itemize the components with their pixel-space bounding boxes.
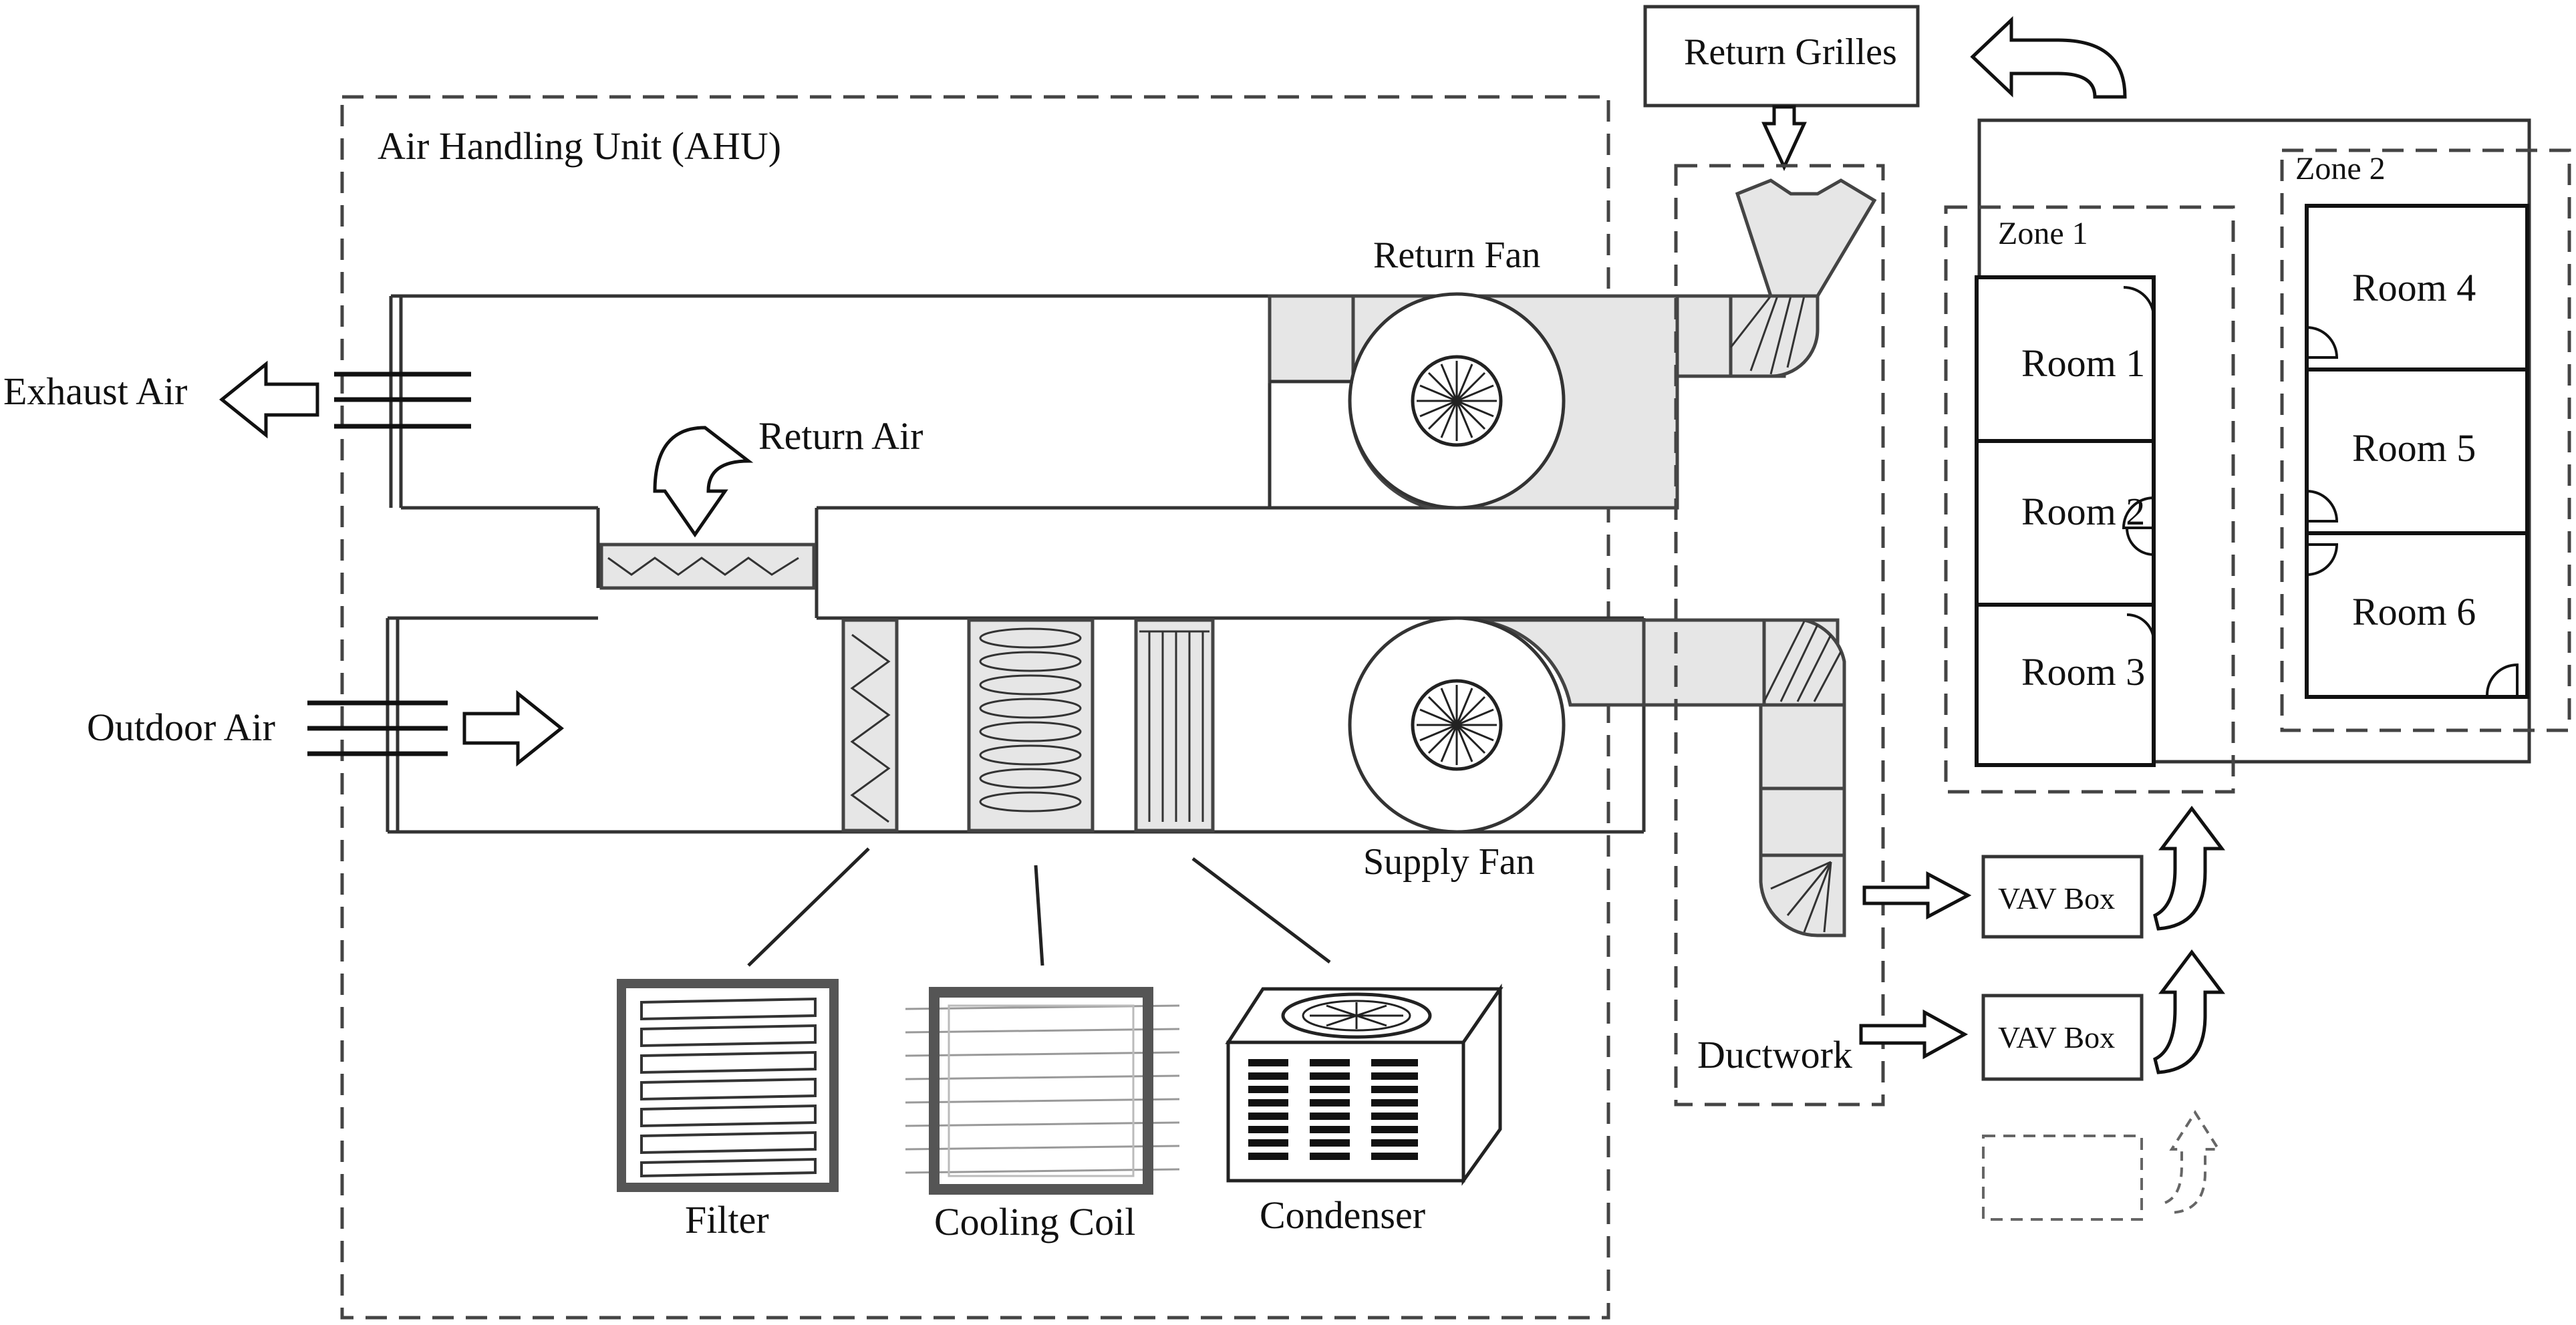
condenser-label: Condenser — [1260, 1193, 1425, 1237]
return-flow-arrow-icon — [1970, 16, 2127, 99]
vav-placeholder-arrow-icon — [2164, 1110, 2221, 1214]
cooling-coil-label: Cooling Coil — [934, 1200, 1135, 1243]
zone-1-rooms — [1975, 275, 2156, 767]
ahu-boundary — [340, 95, 1610, 1320]
vav-box-placeholder — [1982, 1135, 2143, 1221]
room-5-label: Room 5 — [2352, 426, 2476, 470]
vav-box-2 — [1981, 994, 2144, 1081]
return-grilles-arrow-icon — [1761, 105, 1807, 171]
vav-box-1-label: VAV Box — [1998, 881, 2115, 915]
zone-1-label: Zone 1 — [1998, 216, 2088, 251]
return-grilles-label: Return Grilles — [1684, 31, 1897, 73]
vav-out-arrow-1-icon — [2153, 805, 2225, 931]
supply-fan — [1348, 616, 1646, 834]
exhaust-louvers — [334, 372, 471, 429]
zone-1-boundary — [1944, 205, 2235, 794]
condenser-icon — [1225, 983, 1504, 1186]
mixing-damper — [596, 508, 819, 618]
room-2-label: Room 2 — [2021, 490, 2145, 533]
vav-box-1 — [1981, 855, 2144, 939]
condenser-section — [1134, 618, 1215, 833]
ductwork-boundary — [1674, 164, 1885, 1107]
ahu-label: Air Handling Unit (AHU) — [378, 124, 781, 168]
return-air-arrow-icon — [653, 426, 754, 538]
outdoor-air-arrow-icon — [462, 690, 565, 767]
supply-fan-label: Supply Fan — [1363, 841, 1535, 883]
vav-out-arrow-2-icon — [2153, 949, 2225, 1074]
exhaust-air-arrow-icon — [219, 360, 319, 439]
filter-section — [841, 618, 899, 833]
return-fan-label: Return Fan — [1373, 235, 1540, 276]
component-leader-lines — [747, 847, 1331, 967]
outdoor-air-louvers — [307, 700, 448, 756]
zone-2-boundary — [2280, 148, 2571, 732]
return-duct-extension — [1675, 294, 1820, 378]
return-grilles-box — [1643, 5, 1920, 108]
vav-box-2-label: VAV Box — [1998, 1020, 2115, 1054]
return-grille-hood — [1735, 178, 1877, 298]
cooling-coil-icon — [905, 987, 1180, 1195]
filter-icon — [617, 979, 839, 1192]
room-3-label: Room 3 — [2021, 650, 2145, 694]
exhaust-air-label: Exhaust Air — [3, 370, 187, 413]
filter-label: Filter — [685, 1198, 769, 1241]
supply-duct-extension — [1642, 618, 1846, 937]
outdoor-air-label: Outdoor Air — [87, 706, 275, 749]
vav-feed-arrow-1-icon — [1862, 871, 1972, 920]
zone-2-rooms — [2305, 204, 2529, 699]
return-duct — [389, 294, 1270, 510]
room-1-label: Room 1 — [2021, 341, 2145, 385]
cooling-coil-section — [967, 618, 1095, 833]
room-6-label: Room 6 — [2352, 590, 2476, 633]
vav-feed-arrow-2-icon — [1859, 1009, 1969, 1060]
ductwork-label: Ductwork — [1697, 1033, 1852, 1076]
room-4-label: Room 4 — [2352, 266, 2476, 309]
zone-2-label: Zone 2 — [2295, 151, 2386, 186]
return-fan — [1268, 292, 1679, 510]
return-air-label: Return Air — [758, 414, 923, 458]
